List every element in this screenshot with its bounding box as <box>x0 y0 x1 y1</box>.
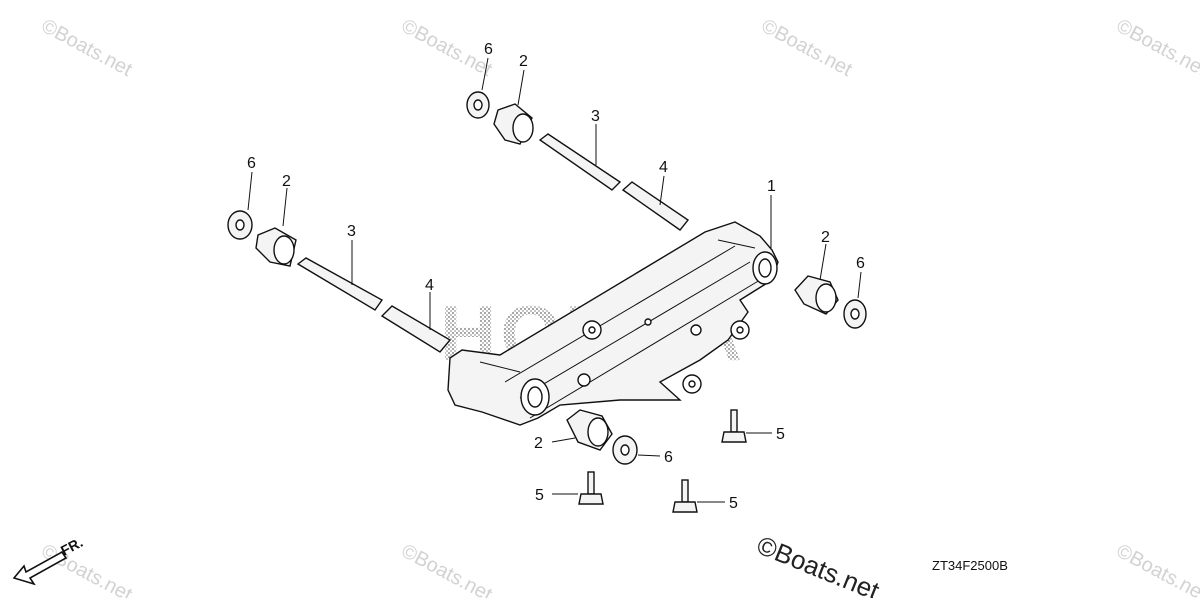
callout-6-right: 6 <box>856 255 865 272</box>
callout-4-left: 4 <box>425 277 434 294</box>
shaft-3-top <box>538 133 622 191</box>
callout-labels: 1 2 2 2 2 3 3 4 4 5 5 5 6 6 6 6 <box>247 41 865 512</box>
bolt-5-c <box>672 479 725 513</box>
watermark-top-right: ©Boats.net <box>758 15 856 81</box>
top-row-parts <box>466 57 690 231</box>
diagram-code: ZT34F2500B <box>932 558 1008 573</box>
spacer-4-left <box>380 305 452 353</box>
watermark-bottom-left: ©Boats.net <box>38 540 136 598</box>
callout-6-top: 6 <box>484 41 493 58</box>
callout-5-a: 5 <box>776 426 785 443</box>
frame-part-1 <box>447 195 779 426</box>
callout-2-right: 2 <box>821 229 830 246</box>
watermark-top-center: ©Boats.net <box>398 15 496 81</box>
callout-1: 1 <box>767 178 776 195</box>
callout-2-bottom: 2 <box>534 435 543 452</box>
callout-6-bottom: 6 <box>664 449 673 466</box>
watermark-bottom-center: ©Boats.net <box>398 540 496 598</box>
left-row-parts <box>227 171 452 353</box>
right-row-parts <box>794 243 867 329</box>
callout-4-top: 4 <box>659 159 668 176</box>
watermark-top-edge: ©Boats.net <box>1113 15 1200 81</box>
front-arrow-icon <box>12 550 68 586</box>
spacer-4-top <box>621 181 690 231</box>
bottom-parts <box>551 409 772 513</box>
callout-5-c: 5 <box>729 495 738 512</box>
watermark-top-left: ©Boats.net <box>38 15 136 81</box>
callout-3-top: 3 <box>591 108 600 125</box>
callout-3-left: 3 <box>347 223 356 240</box>
bolt-5-a <box>721 409 772 443</box>
bolt-5-b <box>552 471 604 505</box>
callout-2-top: 2 <box>519 53 528 70</box>
callout-6-left: 6 <box>247 155 256 172</box>
watermark-bottom-edge: ©Boats.net <box>1113 540 1200 598</box>
callout-2-left: 2 <box>282 173 291 190</box>
shaft-3-left <box>296 257 384 311</box>
callout-5-b: 5 <box>535 487 544 504</box>
watermark-main: ©Boats.net <box>753 530 885 598</box>
